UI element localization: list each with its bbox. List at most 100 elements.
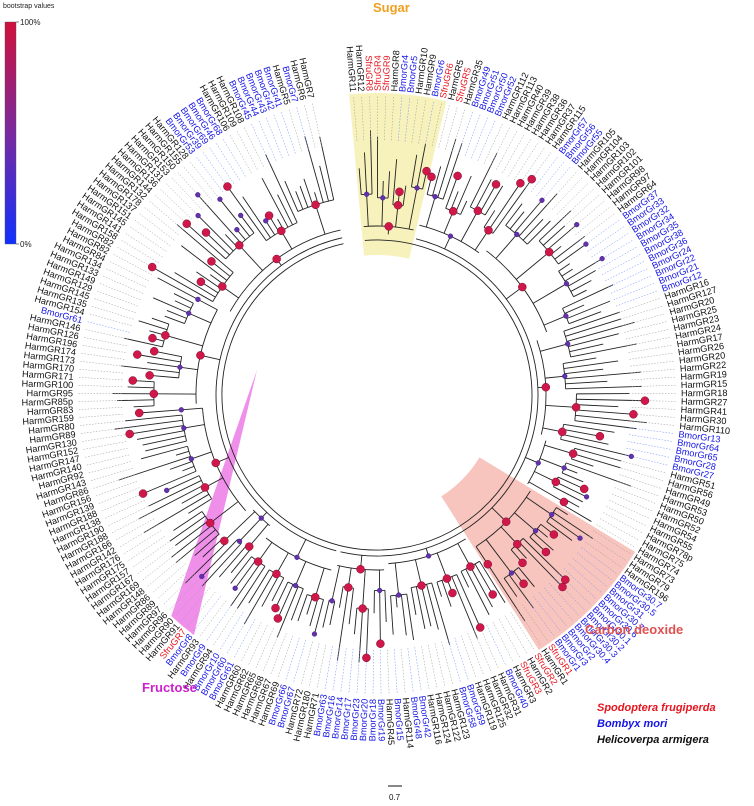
leaf-leader bbox=[504, 615, 528, 655]
leaf-leader bbox=[100, 493, 143, 512]
bootstrap-node bbox=[181, 425, 187, 431]
bootstrap-node bbox=[149, 346, 159, 356]
branch-segment bbox=[277, 194, 293, 226]
bootstrap-node bbox=[195, 192, 201, 198]
branch-segment bbox=[414, 559, 422, 586]
branch-segment bbox=[410, 154, 418, 188]
branch-segment bbox=[387, 171, 391, 199]
branch-segment bbox=[297, 594, 308, 622]
leaf-leader bbox=[407, 648, 414, 693]
branch-segment bbox=[505, 203, 523, 226]
leaf-leader bbox=[372, 649, 374, 695]
branch-segment bbox=[571, 458, 594, 467]
bootstrap-legend: bootstrap values 100% 0% bbox=[3, 3, 55, 249]
branch-segment bbox=[545, 404, 577, 408]
leaf-leader bbox=[138, 212, 175, 241]
bootstrap-node bbox=[205, 518, 215, 528]
leaf-leader bbox=[153, 194, 188, 225]
leaf-leader bbox=[199, 600, 227, 638]
leaf-label: BmorGr5 bbox=[405, 55, 419, 93]
branch-segment bbox=[538, 210, 572, 242]
tree-branches bbox=[112, 130, 648, 663]
branch-segment bbox=[508, 574, 534, 609]
leaf-label: HarmGR85p bbox=[21, 397, 73, 408]
bootstrap-node bbox=[442, 574, 452, 583]
leaf-leader bbox=[159, 188, 193, 220]
bootstrap-node bbox=[258, 515, 264, 521]
bootstrap-node bbox=[558, 582, 567, 592]
branch-segment bbox=[560, 438, 634, 458]
bootstrap-node bbox=[563, 313, 569, 319]
leaf-leader bbox=[411, 97, 419, 143]
leaf-label: BmorGr19 bbox=[376, 699, 387, 742]
branch-segment bbox=[573, 289, 587, 298]
bootstrap-node bbox=[599, 256, 605, 262]
bootstrap-node bbox=[376, 639, 385, 648]
leaf-label: SfruGR8 bbox=[364, 55, 375, 91]
clade-label-sugar: Sugar bbox=[373, 0, 410, 15]
branch-segment bbox=[322, 600, 330, 628]
leaf-leader bbox=[124, 232, 163, 258]
bootstrap-node bbox=[148, 333, 157, 343]
leaf-leader bbox=[258, 119, 277, 161]
branch-segment bbox=[191, 451, 212, 460]
bootstrap-node bbox=[138, 489, 148, 498]
leaf-leader bbox=[615, 290, 659, 307]
leaf-leader bbox=[108, 260, 150, 282]
branch-segment bbox=[127, 386, 154, 389]
bootstrap-node bbox=[263, 218, 269, 224]
branch-segment bbox=[309, 597, 319, 627]
bootstrap-node bbox=[491, 180, 501, 189]
branch-segment bbox=[562, 428, 602, 438]
bootstrap-node bbox=[541, 547, 551, 557]
branch-segment bbox=[465, 568, 490, 616]
branch-segment bbox=[141, 470, 197, 495]
branch-segment bbox=[353, 608, 358, 635]
leaf-leader bbox=[189, 160, 218, 197]
leaf-leader bbox=[262, 630, 281, 673]
leaf-leader bbox=[543, 587, 574, 622]
leaf-leader bbox=[77, 385, 123, 388]
leaf-leader bbox=[222, 137, 246, 177]
leaf-leader bbox=[170, 176, 203, 210]
branch-segment bbox=[290, 588, 304, 621]
bootstrap-node bbox=[417, 581, 426, 590]
branch-segment bbox=[171, 524, 213, 558]
branch-segment bbox=[553, 511, 594, 540]
branch-segment bbox=[562, 504, 592, 522]
branch-segment bbox=[370, 130, 373, 195]
leaf-leader bbox=[577, 552, 613, 582]
leaf-leader bbox=[131, 541, 169, 569]
bootstrap-node bbox=[514, 231, 520, 238]
leaf-leader bbox=[229, 133, 252, 174]
branch-segment bbox=[474, 179, 492, 210]
branch-segment bbox=[460, 210, 479, 242]
bootstrap-node bbox=[571, 403, 581, 412]
leaf-leader bbox=[219, 611, 244, 651]
branch-segment bbox=[175, 450, 190, 456]
branch-segment bbox=[233, 559, 257, 591]
leaf-leader bbox=[393, 649, 398, 695]
leaf-leader bbox=[391, 95, 395, 141]
branch-segment bbox=[561, 472, 584, 483]
branch-segment bbox=[488, 181, 522, 231]
leaf-leader bbox=[447, 639, 462, 684]
branch-segment bbox=[336, 587, 349, 661]
leaf-leader bbox=[548, 582, 580, 617]
branch-segment bbox=[181, 407, 203, 411]
branch-segment bbox=[575, 409, 636, 415]
bootstrap-node bbox=[196, 277, 206, 287]
branch-segment bbox=[209, 501, 239, 524]
branch-segment bbox=[563, 311, 621, 332]
leaf-leader bbox=[91, 474, 135, 490]
bootstrap-node bbox=[519, 579, 528, 589]
leaf-leader bbox=[243, 126, 264, 167]
bootstrap-node bbox=[579, 484, 589, 494]
bootstrap-node bbox=[508, 570, 515, 576]
branch-segment bbox=[543, 315, 567, 326]
bootstrap-node bbox=[483, 560, 493, 569]
leaf-leader bbox=[148, 200, 184, 230]
bootstrap-node bbox=[277, 226, 286, 236]
branch-segment bbox=[568, 311, 602, 325]
